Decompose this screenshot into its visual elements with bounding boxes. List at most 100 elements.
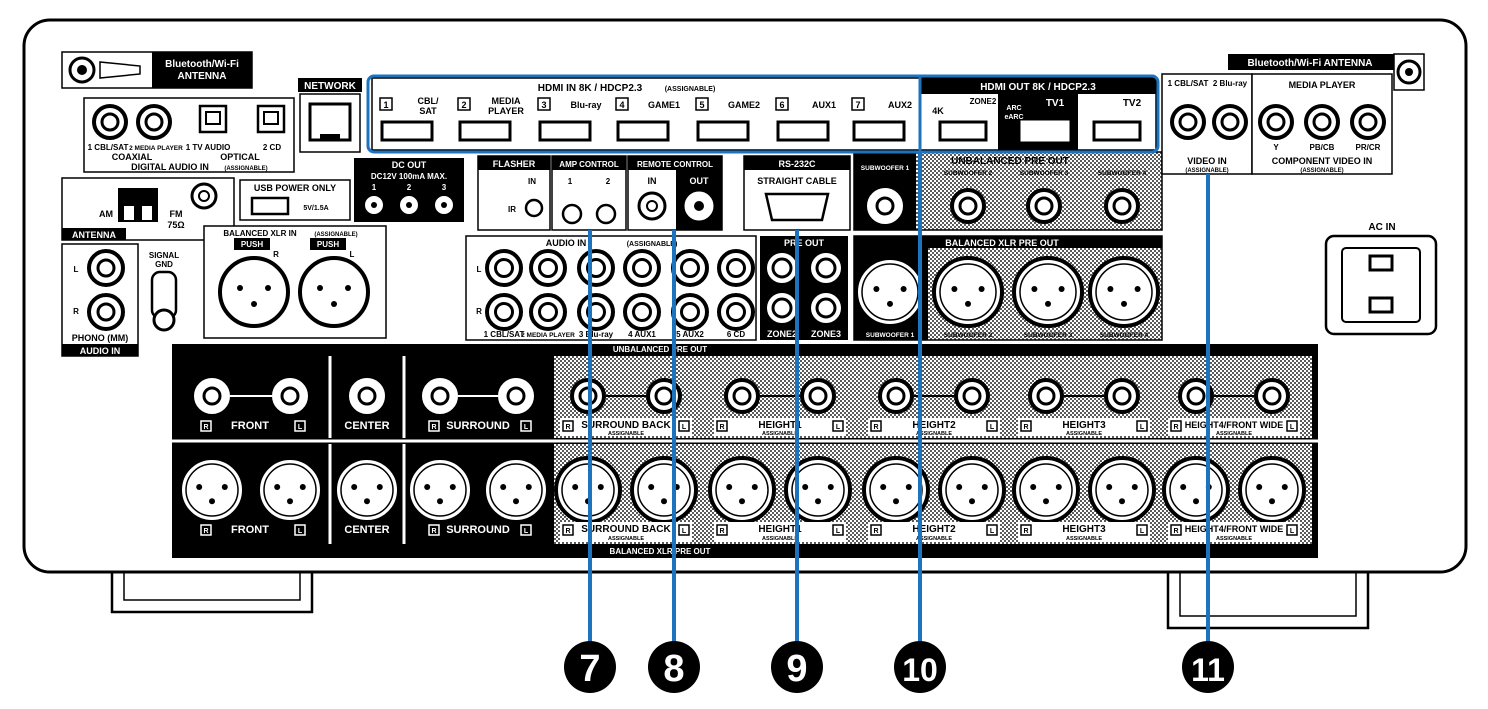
audio-in-4-r-jack	[623, 293, 661, 331]
bal-sub-label: SUBWOOFER 4	[1100, 332, 1149, 339]
unbal-center-jack	[349, 378, 385, 414]
unbal-front-label: FRONT	[231, 420, 269, 432]
bal-height4-label: HEIGHT4/FRONT WIDE	[1185, 524, 1284, 534]
bal-sub-label: SUBWOOFER 1	[866, 332, 915, 339]
channel-badge-letter: L	[682, 528, 687, 535]
network-label: NETWORK	[304, 81, 356, 92]
unbal-sub-label: SUBWOOFER 4	[1098, 170, 1147, 177]
bal-center-label: CENTER	[344, 524, 389, 536]
channel-badge	[294, 420, 306, 432]
unbal-sub-label: SUBWOOFER 1	[861, 165, 910, 172]
speaker-bal-title: BALANCED XLR PRE OUT	[610, 547, 711, 556]
pre-out-title: PRE OUT	[784, 238, 825, 248]
channel-badge-letter: R	[719, 424, 724, 431]
assignable-label: ASSIGNABLE	[762, 536, 798, 542]
channel-badge-letter: L	[524, 424, 529, 431]
channel-badge	[1020, 524, 1032, 536]
bal-height2-l-jack	[938, 456, 1006, 524]
channel-badge	[716, 420, 728, 432]
svg-text:R: R	[73, 307, 79, 316]
ac-in-label: AC IN	[1368, 222, 1395, 233]
bal-surround_back-l-jack	[630, 456, 698, 524]
dc-out-spec: DC12V 100mA MAX.	[371, 172, 447, 181]
bal-height2-r-jack	[862, 456, 930, 524]
hdmi-in-num: 4	[619, 100, 624, 110]
component-title: COMPONENT VIDEO IN	[1272, 156, 1373, 166]
video-in-1: 1 CBL/SAT	[1168, 79, 1209, 88]
hdmi-port	[776, 120, 830, 142]
signal-label: SIGNAL	[149, 251, 179, 260]
bal-surround-r-jack	[406, 456, 474, 524]
bt-antenna-left-label2: ANTENNA	[178, 71, 227, 82]
svg-text:L: L	[350, 250, 355, 259]
coaxial-label: COAXIAL	[112, 152, 153, 162]
component-mp: MEDIA PLAYER	[1289, 80, 1356, 90]
callout-number: 9	[786, 648, 807, 690]
channel-badge	[562, 420, 574, 432]
hdmi-out-tv1-port	[1020, 120, 1070, 142]
opt1-label: 1 TV AUDIO	[186, 143, 231, 152]
bt-antenna-right-label: Bluetooth/Wi-Fi ANTENNA	[1247, 58, 1372, 69]
unbal-surround_back-label: SURROUND BACK	[581, 420, 671, 431]
bal-front-r-jack	[178, 456, 246, 524]
svg-text:L: L	[477, 265, 482, 274]
bal-front-label: FRONT	[231, 524, 269, 536]
hdmi-in-num: 5	[699, 100, 704, 110]
pre-out-zone-panel	[760, 236, 848, 340]
hdmi-in-num: 2	[461, 100, 466, 110]
channel-badge-letter: L	[298, 528, 303, 535]
hdmi-in-label: MEDIA	[492, 96, 522, 106]
audio-in-6-l-jack	[717, 249, 755, 287]
unbal-sub-1-jack	[867, 188, 903, 224]
channel-badge	[200, 524, 212, 536]
hdmi-in-title: HDMI IN 8K / HDCP2.3	[538, 83, 643, 94]
bal-height4-l-jack	[1238, 456, 1306, 524]
label-backdrop	[1168, 522, 1300, 542]
hdmi-port	[616, 120, 670, 142]
xlr-push-r: PUSH	[241, 240, 263, 249]
assignable-label: ASSIGNABLE	[608, 431, 644, 437]
bal-sub-4-jack	[1088, 256, 1160, 328]
channel-badge	[520, 524, 532, 536]
audio-in-5-l-jack	[671, 249, 709, 287]
hdmi-in-label: CBL/	[418, 96, 439, 106]
unbal-sub-title: UNBALANCED PRE OUT	[951, 156, 1069, 167]
audio-in-2-l-jack	[529, 249, 567, 287]
channel-badge-letter: R	[873, 424, 878, 431]
hdmi-out-zone2: ZONE2	[970, 97, 997, 106]
channel-badge-letter: L	[836, 424, 841, 431]
hdmi-port	[458, 120, 512, 142]
callout-10: 10	[894, 641, 946, 693]
assignable-label: ASSIGNABLE	[1216, 536, 1252, 542]
hdmi-port	[380, 120, 434, 142]
assignable-label: ASSIGNABLE	[762, 431, 798, 437]
channel-badge-letter: L	[298, 424, 303, 431]
svg-text:2: 2	[407, 183, 412, 192]
hdmi-in-num: 1	[383, 100, 388, 110]
bal-sub-label: SUBWOOFER 3	[1024, 332, 1073, 339]
hdmi-out-tv2: TV2	[1123, 98, 1142, 109]
channel-badge-letter: L	[1290, 528, 1295, 535]
svg-text:3: 3	[442, 183, 447, 192]
unbal-sub-3-jack	[1026, 188, 1062, 224]
hdmi-in-label2: PLAYER	[488, 106, 524, 116]
channel-badge-letter: R	[1023, 528, 1028, 535]
video-in-assignable: (ASSIGNABLE)	[1185, 168, 1228, 174]
unbal-front-l-jack	[272, 378, 308, 414]
unbal-surround-label: SURROUND	[446, 420, 510, 432]
assignable-label: ASSIGNABLE	[608, 536, 644, 542]
channel-badge	[428, 420, 440, 432]
unbal-height4-label: HEIGHT4/FRONT WIDE	[1185, 420, 1284, 430]
channel-badge-letter: R	[203, 424, 208, 431]
bt-antenna-left-label1: Bluetooth/Wi-Fi	[165, 59, 239, 70]
callout-number: 7	[579, 648, 600, 690]
flasher-in: IN	[528, 177, 536, 186]
callout-number: 8	[663, 648, 684, 690]
hdmi-in-num: 3	[541, 100, 546, 110]
bal-sub-3-jack	[1012, 256, 1084, 328]
hdmi-in-num: 7	[855, 100, 860, 110]
callout-8: 8	[648, 641, 700, 693]
unbal-surround-r-jack	[422, 378, 458, 414]
channel-badge-letter: R	[1023, 424, 1028, 431]
